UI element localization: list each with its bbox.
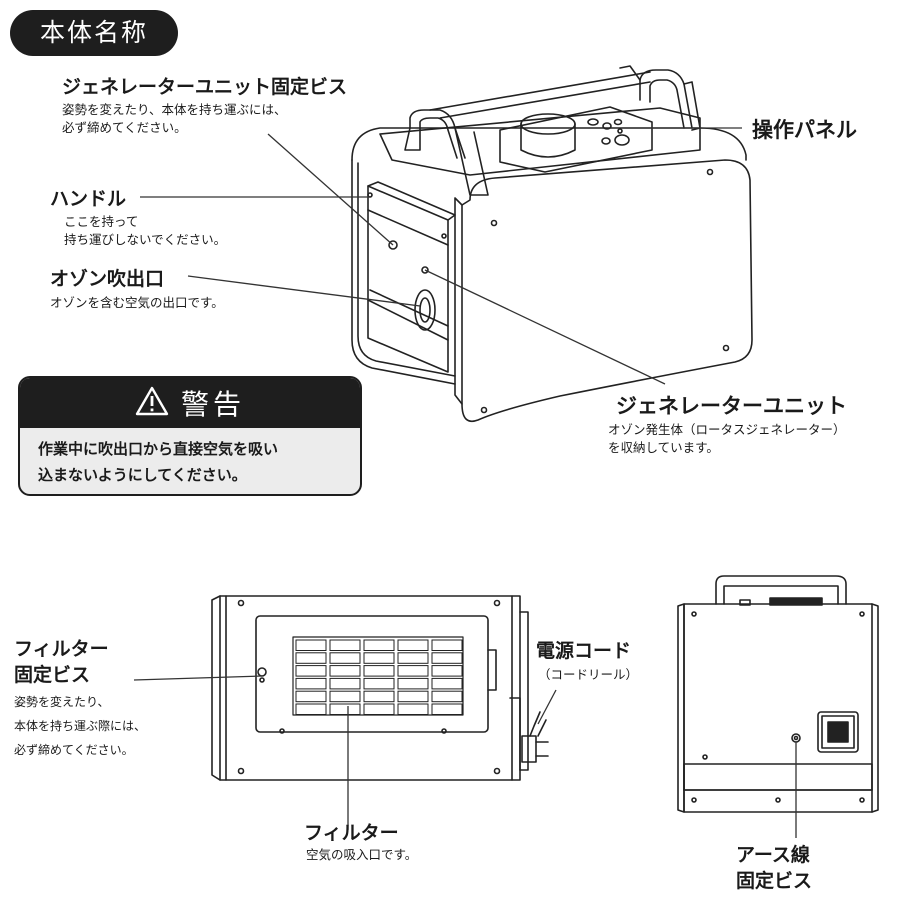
power-plug [521,735,537,763]
filter-grid-cell [295,652,327,664]
device-top-plate [379,107,701,176]
leader-gen-screw [267,133,394,246]
filter-grid-cell [431,639,463,651]
filter-grid-cell [329,703,361,715]
filter-grid-cell [431,677,463,690]
desc-generator-unit-screw-2: 必ず締めてください。 [62,120,187,135]
filter-grid-cell [295,690,327,703]
filter-grid-cell [363,677,395,690]
filter-grid-cell [363,665,395,677]
filter-grid-cell [329,677,361,690]
desc-generator-unit-1: オゾン発生体（ロータスジェネレーター） [608,422,846,437]
filter-grid-cell [363,652,395,664]
desc-generator-unit-screw-1: 姿勢を変えたり、本体を持ち運ぶには、 [62,102,287,117]
desc-filter-screw-2: 本体を持ち運ぶ際には、 [14,719,147,733]
filter-grid-cell [431,652,463,664]
filter-grid-cell [329,652,361,664]
label-filter-screw-2: 固定ビス [14,664,91,686]
label-power-cord: 電源コード [536,640,632,662]
label-ozone-outlet: オゾン吹出口 [50,268,165,290]
rear-view-body [683,603,873,813]
desc-handle-1: ここを持って [64,214,139,229]
rear-handle [715,575,847,605]
filter-grid-cell [363,690,395,703]
desc-filter-screw-3: 必ず締めてください。 [14,743,134,757]
device-screws [367,168,730,414]
filter-grid-cell [329,639,361,651]
section-title: 本体名称 [10,10,178,56]
leader-ozone-outlet [187,275,421,307]
ozone-outlet-port [414,289,436,331]
power-inlet [817,711,859,753]
device-rear-body-side [351,159,456,385]
label-ground-screw-1: アース線 [736,844,810,866]
filter-grid-cell [431,703,463,715]
generator-unit [367,185,449,373]
ground-fix-screw [791,733,801,743]
warning-line-1: 作業中に吹出口から直接空気を吸い [38,440,279,458]
desc-filter-screw-1: 姿勢を変えたり、 [14,695,110,709]
label-ground-screw-2: 固定ビス [736,870,813,892]
label-generator-unit: ジェネレーターユニット [616,394,847,418]
label-filter: フィルター [304,822,399,844]
warning-line-2: 込まないようにしてください。 [38,466,247,484]
desc-ozone-outlet: オゾンを含む空気の出口です。 [50,295,224,310]
filter-grid-cell [329,690,361,703]
filter-grid-cell [363,703,395,715]
device-handle-bar [429,71,651,111]
label-control-panel: 操作パネル [752,118,857,142]
side-view-body [219,595,521,781]
filter-grid-cell [295,639,327,651]
filter-grid-cell [363,639,395,651]
filter-grid-cell [397,652,429,664]
warning-title: 警告 [180,388,245,421]
device-front-panel [461,159,753,423]
label-handle: ハンドル [50,188,127,210]
label-filter-screw-1: フィルター [14,638,109,660]
desc-handle-2: 持ち運びしないでください。 [64,232,227,247]
filter-grid-cell [397,690,429,703]
filter-grid-cell [329,665,361,677]
filter-grid-cell [295,665,327,677]
device-rear-body [351,127,747,161]
warning-header: 警告 [20,378,360,428]
desc-power-cord: （コードリール） [538,667,639,682]
filter-grid-cell [431,665,463,677]
label-generator-unit-screw: ジェネレーターユニット固定ビス [62,76,348,98]
desc-generator-unit-2: を収納しています。 [608,440,719,455]
leader-lines [133,127,797,838]
warning-box: 警告 作業中に吹出口から直接空気を吸い 込まないようにしてください。 [18,376,362,496]
filter-grid-cell [295,703,327,715]
leader-filter-screw [133,675,263,681]
filter-grid-cell [431,690,463,703]
leader-generator-unit [424,269,666,385]
leader-power-cord [537,689,557,725]
filter-grid-cell [397,677,429,690]
desc-filter: 空気の吸入口です。 [306,847,418,862]
control-panel-plate [499,106,653,173]
warning-triangle-icon [135,386,169,420]
filter-grid-cell [397,665,429,677]
filter-grid-cell [397,703,429,715]
filter-fix-screw [257,667,267,677]
filter-grid-cell [295,677,327,690]
filter-grid-cell [397,639,429,651]
filter-frame [255,615,489,733]
